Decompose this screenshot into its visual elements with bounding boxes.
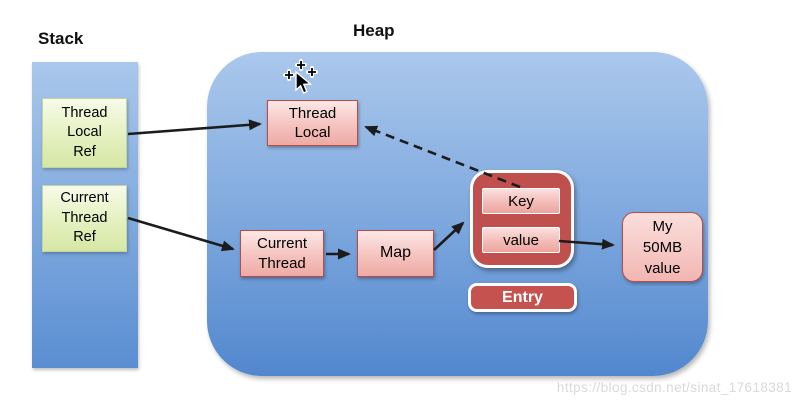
- my-50mb-value-box: My 50MB value: [622, 212, 703, 282]
- entry-group: Key value: [470, 170, 574, 268]
- entry-key-box: Key: [482, 188, 560, 214]
- heap-title: Heap: [353, 21, 395, 40]
- stack-item-current-thread-ref: Current Thread Ref: [42, 185, 127, 252]
- heap-box-current-thread: Current Thread: [240, 230, 324, 277]
- stack-item-thread-local-ref: Thread Local Ref: [42, 98, 127, 168]
- entry-value-box: value: [482, 227, 560, 253]
- entry-label: Entry: [468, 283, 577, 312]
- heap-box-map: Map: [357, 230, 434, 277]
- watermark-text: https://blog.csdn.net/sinat_17618381: [556, 380, 792, 395]
- heap-box-thread-local: Thread Local: [267, 100, 358, 146]
- stack-title: Stack: [38, 29, 84, 48]
